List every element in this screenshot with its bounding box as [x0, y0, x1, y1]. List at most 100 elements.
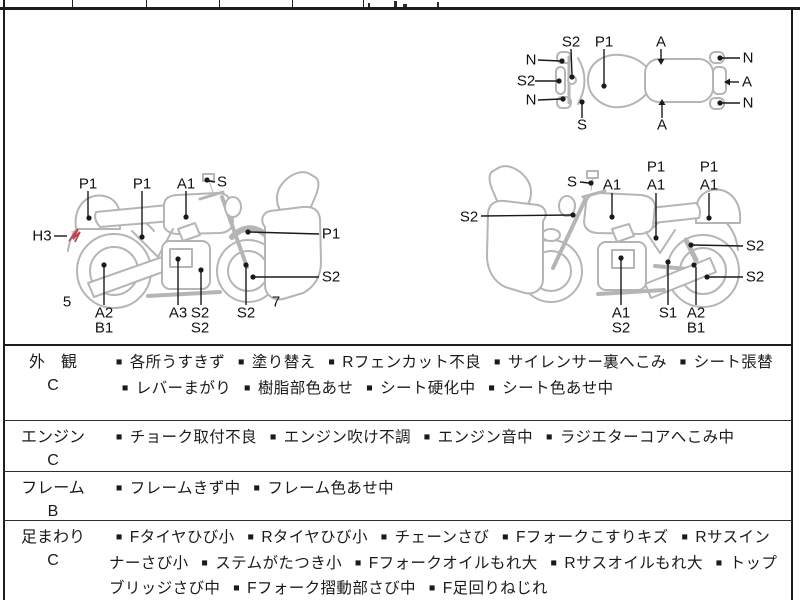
handlebar	[581, 189, 607, 199]
side-label: P1	[79, 176, 97, 193]
condition-item: エンジン吹け不調	[283, 429, 411, 446]
lower-frame-rail	[596, 288, 666, 296]
condition-item: Rタイヤひび小	[261, 529, 368, 546]
section-grade: B	[47, 503, 59, 520]
side-label: P1	[700, 159, 718, 176]
item-bullet: ■	[494, 356, 501, 368]
item-bullet: ■	[681, 531, 689, 543]
front-fender	[229, 225, 270, 240]
condition-item: サイレンサー裏へこみ	[507, 354, 667, 371]
top-label: S2	[517, 73, 535, 90]
section-grade: C	[47, 377, 59, 394]
sheet-right-border	[791, 7, 793, 600]
section-name: 足まわり	[20, 529, 85, 546]
item-bullet: ■	[116, 431, 123, 443]
condition-item: フレームきず中	[129, 480, 241, 497]
side-label: S2	[191, 320, 209, 337]
side-label: B1	[95, 320, 113, 337]
item-bullet: ■	[715, 556, 723, 569]
section-label-cell: 外 観 C	[3, 346, 103, 420]
engine-detail	[169, 248, 193, 268]
section-label-cell: フレーム B	[3, 472, 103, 520]
condition-item: Fフォーク摺動部さび中	[247, 580, 416, 597]
condition-item: エンジン音中	[437, 429, 534, 446]
section-grade: C	[47, 452, 59, 469]
engine-detail	[611, 249, 635, 269]
table-cell-divider	[219, 0, 220, 8]
item-bullet: ■	[488, 381, 496, 394]
top-label: N	[526, 52, 537, 69]
section-row-undercarriage: 足まわり C ■Fタイヤひび小■Rタイヤひび小■チェーンさび■Fフォークこすりキ…	[3, 521, 792, 599]
side-label: A2	[687, 305, 705, 322]
section-items: ■ フレームきず中 ■ フレーム色あせ中	[103, 472, 792, 520]
item-bullet: ■	[269, 431, 277, 443]
item-bullet: ■	[546, 431, 553, 443]
side-label: S	[567, 174, 577, 191]
left-view-pointers	[54, 177, 320, 305]
item-bullet: ■	[247, 531, 255, 543]
item-bullet: ■	[253, 482, 261, 494]
footpeg	[541, 228, 561, 242]
condition-item: シート硬化中	[380, 379, 476, 397]
condition-item: トップブリッジさび中	[109, 554, 778, 598]
section-name: 外 観	[28, 354, 77, 371]
condition-item: Rサスインナーさび小	[109, 529, 771, 572]
section-row-exterior: 外 観 C ■各所うすきず■塗り替え■Rフェンカット不良■サイレンサー裏へこみ■…	[3, 346, 792, 421]
item-bullet: ■	[355, 556, 362, 569]
rear-wheel	[666, 234, 740, 308]
table-cell-divider	[292, 0, 293, 8]
fuel-tank-top	[587, 53, 653, 109]
motorcycle-right-side-diagram: S2 S A1 P1 A1 P1 A1 S2 S2 A1 S2 S1 A2 B1	[460, 159, 764, 337]
item-bullet: ■	[116, 531, 123, 543]
side-label: S2	[460, 209, 478, 226]
item-bullet: ■	[116, 482, 123, 494]
top-label: A	[742, 74, 752, 91]
item-bullet: ■	[550, 556, 558, 569]
side-label: S2	[322, 269, 340, 286]
section-label-cell: エンジン C	[3, 421, 103, 471]
section-grade: C	[47, 552, 59, 569]
table-cell-divider	[363, 0, 364, 8]
section-items: ■各所うすきず■塗り替え■Rフェンカット不良■サイレンサー裏へこみ■シート張替■…	[103, 346, 792, 420]
table-bottom-border	[0, 7, 800, 10]
side-case-lower	[261, 205, 322, 301]
condition-item: F足回りねじれ	[442, 580, 548, 597]
motorcycle-left-side-diagram: P1 P1 A1 S H3 P1 S2 A2 B1 A3 S2 S2 S2 5 …	[32, 171, 340, 337]
side-label: A1	[603, 177, 621, 194]
section-name: エンジン	[20, 429, 85, 446]
side-label: A1	[647, 177, 665, 194]
side-label: P1	[133, 176, 151, 193]
side-label: H3	[32, 228, 51, 245]
section-label-cell: 足まわり C	[3, 521, 103, 599]
item-bullet: ■	[116, 356, 123, 368]
seat-top	[644, 58, 714, 103]
condition-item: チェーンさび	[394, 529, 490, 546]
side-label: S2	[237, 305, 255, 322]
item-bullet: ■	[366, 381, 374, 394]
front-wheel-hub	[227, 250, 269, 292]
side-label: S2	[746, 269, 764, 286]
motorcycle-top-view-diagram: S2 P1 A N S2 N N A N S A	[517, 34, 754, 134]
carburetor	[177, 222, 201, 242]
side-label: S2	[746, 238, 764, 255]
condition-item: ラジエターコアへこみ中	[559, 429, 735, 446]
left-view-labels: P1 P1 A1 S H3 P1 S2 A2 B1 A3 S2 S2 S2 5 …	[32, 174, 340, 337]
lower-frame-rail	[146, 290, 222, 298]
condition-item: フレーム色あせ中	[267, 480, 395, 497]
clipped-text-fragment	[437, 2, 439, 7]
item-bullet: ■	[244, 381, 251, 394]
side-label: B1	[687, 320, 705, 337]
item-bullet: ■	[679, 356, 687, 368]
top-label: N	[743, 95, 754, 112]
section-items: ■Fタイヤひび小■Rタイヤひび小■チェーンさび■Fフォークこすりキズ■Rサスイン…	[103, 521, 792, 599]
item-bullet: ■	[328, 356, 336, 368]
front-fork	[551, 198, 587, 270]
top-label: P1	[595, 34, 613, 51]
top-view-drawing	[555, 51, 727, 110]
section-items: ■チョーク取付不良■エンジン吹け不調■エンジン音中■ラジエターコアへこみ中	[103, 421, 792, 471]
headlight	[558, 195, 576, 217]
item-bullet: ■	[502, 531, 509, 543]
left-view-drawing	[67, 171, 322, 309]
side-label: A3	[169, 305, 187, 322]
